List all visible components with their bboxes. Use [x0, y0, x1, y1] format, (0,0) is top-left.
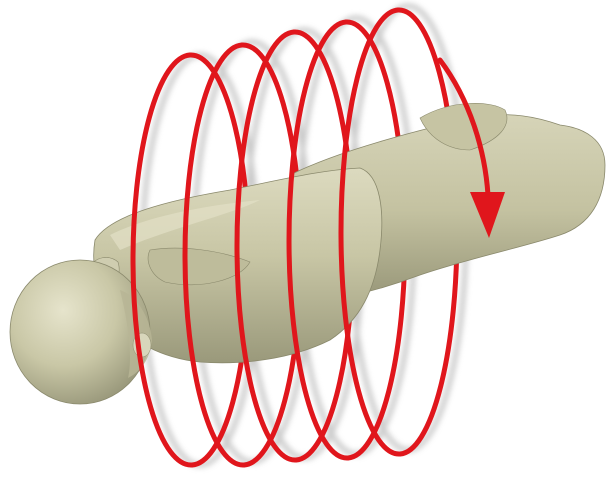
body-scan-svg — [0, 0, 609, 491]
body-scan-illustration — [0, 0, 609, 491]
